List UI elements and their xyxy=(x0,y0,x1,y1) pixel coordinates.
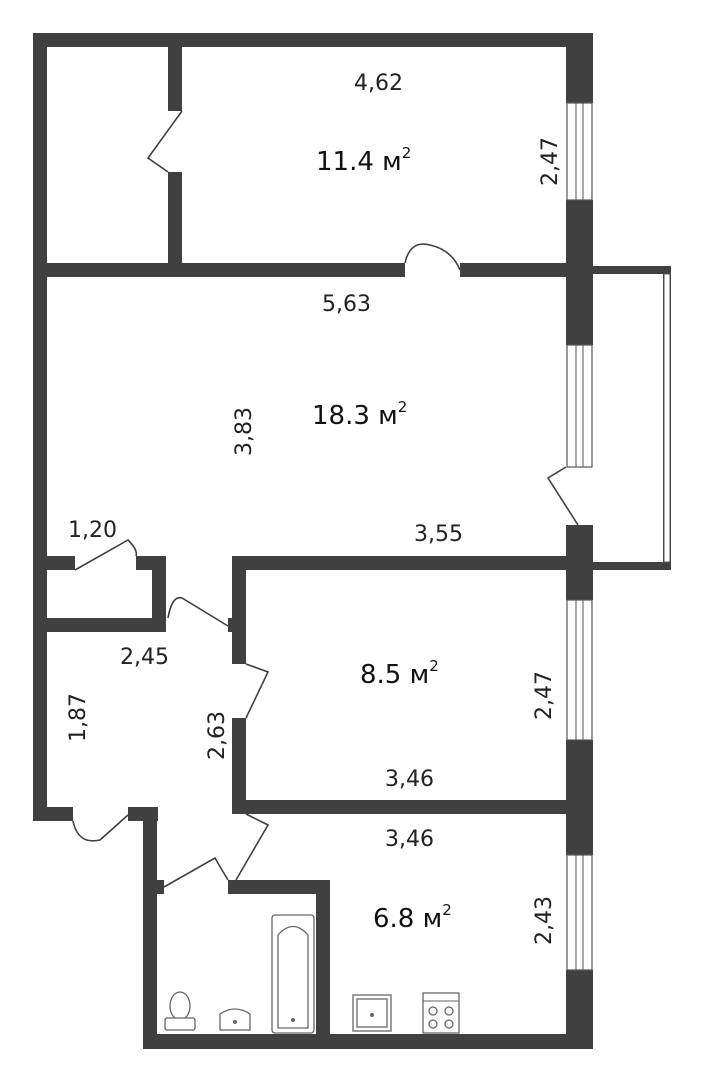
wall-balcony-bottom xyxy=(593,562,671,570)
door-hall-living xyxy=(167,596,229,627)
area-bedroom: 8.5 м2 xyxy=(360,657,439,690)
window-bedroom xyxy=(566,599,593,741)
wall-right-1 xyxy=(566,33,593,103)
wall-right-4 xyxy=(566,740,593,855)
walls xyxy=(33,33,671,1049)
area-living-room: 18.3 м2 xyxy=(312,398,407,431)
window-top-room xyxy=(566,102,593,201)
dim-top-height: 2,47 xyxy=(538,137,563,186)
wall-bathroom-outer-left xyxy=(143,807,157,1049)
door-bathroom xyxy=(163,856,229,888)
doors xyxy=(72,110,579,888)
room-areas: 11.4 м2 18.3 м2 8.5 м2 6.8 м2 xyxy=(312,144,452,934)
wall-door-jamb xyxy=(228,618,238,632)
wall-top-rooms-bottom-b xyxy=(460,263,593,277)
wall-outer-bottom xyxy=(143,1034,593,1049)
door-bedroom xyxy=(245,663,270,719)
wall-small-room-right-b xyxy=(168,172,182,275)
fixtures xyxy=(164,914,460,1034)
kitchen-sink-icon xyxy=(352,994,392,1032)
dim-kitchen-height: 2,43 xyxy=(532,896,557,945)
dim-living-width: 5,63 xyxy=(322,292,371,317)
window-living-room xyxy=(566,344,593,468)
dim-top-width: 4,62 xyxy=(354,71,403,96)
wall-outer-left xyxy=(33,33,47,821)
dim-living-height: 3,83 xyxy=(232,407,257,456)
dimensions: 4,62 2,47 5,63 3,83 3,55 1,20 2,45 1,87 … xyxy=(66,71,563,945)
dim-hall-width: 2,45 xyxy=(120,645,169,670)
wall-bathroom-top xyxy=(228,880,330,894)
door-top-room xyxy=(404,243,461,271)
bathtub-icon xyxy=(271,914,315,1034)
wall-bathroom-right xyxy=(316,880,330,1049)
sink-icon xyxy=(219,1008,251,1031)
stove-icon xyxy=(422,992,460,1034)
window-balcony xyxy=(663,273,671,563)
door-bottom-left xyxy=(72,814,129,842)
dim-bedroom-height: 2,47 xyxy=(532,671,557,720)
wall-bedroom-bottom xyxy=(232,800,593,814)
dim-hall-height: 1,87 xyxy=(66,693,91,742)
toilet-icon xyxy=(164,991,196,1031)
wall-closet-right xyxy=(152,556,166,632)
wall-bottom-left-stub xyxy=(33,807,73,821)
wall-right-5 xyxy=(566,970,593,1049)
area-kitchen: 6.8 м2 xyxy=(373,901,452,934)
wall-bedroom-left-a xyxy=(232,556,246,664)
wall-bathroom-top-jamb xyxy=(150,880,164,894)
window-kitchen xyxy=(566,854,593,971)
dim-kitchen-top: 3,46 xyxy=(385,827,434,852)
door-balcony xyxy=(546,466,579,526)
dim-bedroom-bottom: 3,46 xyxy=(385,767,434,792)
wall-balcony-top xyxy=(593,266,671,274)
dim-living-bottom: 3,55 xyxy=(414,522,463,547)
windows xyxy=(566,102,671,971)
wall-top-rooms-bottom-a xyxy=(33,263,405,277)
door-small-room xyxy=(146,110,183,173)
wall-bedroom-left-b xyxy=(232,718,246,814)
door-kitchen xyxy=(235,813,270,881)
door-closet xyxy=(74,539,138,571)
dim-closet-width: 1,20 xyxy=(68,518,117,543)
wall-outer-top xyxy=(33,33,593,47)
wall-closet-bottom xyxy=(33,618,166,632)
area-top-room: 11.4 м2 xyxy=(316,144,411,177)
wall-small-room-right-a xyxy=(168,33,182,111)
wall-living-bottom xyxy=(232,556,593,570)
wall-closet-top-left xyxy=(33,556,75,570)
dim-hall-right: 2,63 xyxy=(205,711,230,760)
